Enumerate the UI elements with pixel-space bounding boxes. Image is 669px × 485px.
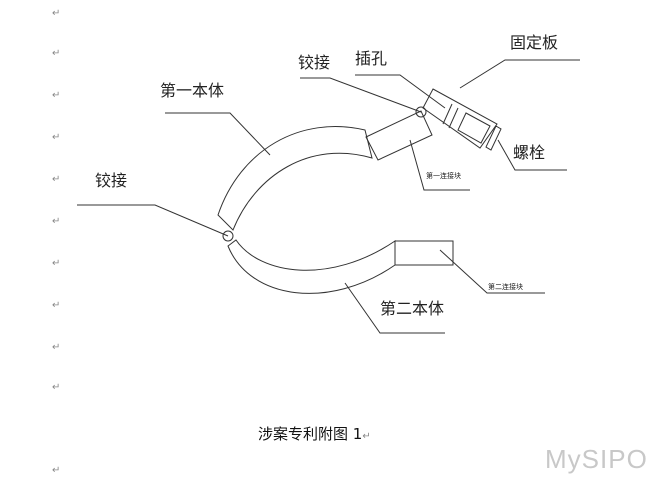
paragraph-mark: ↵ [52,174,61,185]
second-connection-block [394,240,454,266]
leader-bolt [497,139,567,171]
label-socket-hole: 插孔 [355,49,387,68]
label-first-body: 第一本体 [160,81,224,100]
label-hinge-left: 铰接 [95,171,127,190]
paragraph-mark: ↵ [52,8,61,19]
hinge-left [222,230,234,242]
socket-hole-line [448,107,459,129]
leader-first-body [165,112,271,156]
paragraph-mark: ↵ [52,90,61,101]
leader-second-connection-block [439,249,545,294]
label-bolt: 螺栓 [513,143,545,162]
label-fixing-plate: 固定板 [510,33,558,52]
paragraph-mark: ↵ [52,216,61,227]
first-connection-block [365,110,433,161]
paragraph-mark: ↵ [52,342,61,353]
watermark: MySIPO [545,444,648,474]
leader-hinge-left [77,204,229,237]
bolt-head [485,125,502,151]
paragraph-mark: ↵ [52,48,61,59]
caption-text: 涉案专利附图 1 [258,425,363,443]
paragraph-mark: ↵ [52,258,61,269]
hinge-top [415,106,427,118]
figure-caption: 涉案专利附图 1↵ [258,423,371,444]
first-body [217,126,373,231]
leader-second-body [344,282,445,334]
paragraph-mark: ↵ [52,465,61,476]
paragraph-mark: ↵ [52,132,61,143]
socket-hole-line [442,103,453,125]
label-hinge-top: 铰接 [298,53,330,72]
leader-fixing-plate [459,59,580,89]
bolt-shank [457,112,491,144]
label-second-connection-block: 第二连接块 [488,282,523,291]
second-body [227,239,396,294]
paragraph-mark: ↵ [52,300,61,311]
leader-first-connection-block [409,139,470,191]
label-first-connection-block: 第一连接块 [426,171,461,180]
leader-hinge-top [300,77,422,113]
leader-socket-hole [355,74,446,109]
fixing-plate [422,88,498,149]
paragraph-mark: ↵ [52,382,61,393]
paragraph-mark: ↵ [362,431,371,442]
label-second-body: 第二本体 [380,299,444,318]
